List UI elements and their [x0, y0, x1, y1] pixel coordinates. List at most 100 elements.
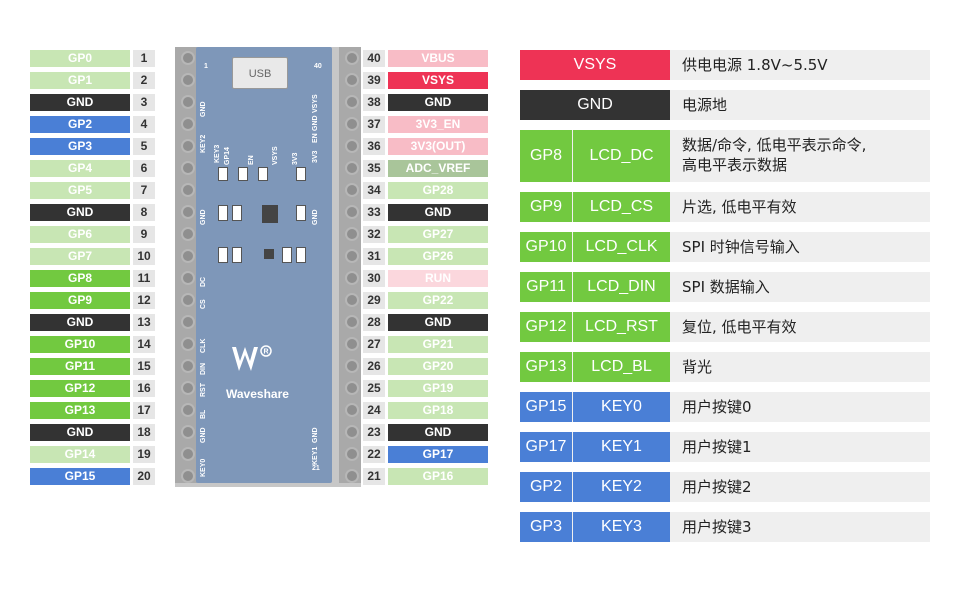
silk-right-7: KEY1 [312, 446, 319, 465]
pin-label-left: GP7 [30, 248, 130, 265]
pin-number-right: 39 [363, 72, 385, 89]
component-row-1 [218, 167, 310, 181]
pin-number-left: 11 [133, 270, 155, 287]
left-header-hole [181, 469, 195, 483]
pin-number-right: 36 [363, 138, 385, 155]
description-cell: 电源地 [682, 90, 727, 115]
left-header-hole [181, 183, 195, 197]
silk-right-1: VSYS [312, 94, 319, 113]
pin-number-right: 27 [363, 336, 385, 353]
left-header-hole [181, 271, 195, 285]
pin-number-left: 5 [133, 138, 155, 155]
silk-left-10: BL [200, 409, 207, 419]
pin-number-left: 13 [133, 314, 155, 331]
left-header [175, 47, 197, 483]
pin-number-right: 23 [363, 424, 385, 441]
pin-number-right: 33 [363, 204, 385, 221]
pin-label-left: GND [30, 204, 130, 221]
description-cell: 供电电源 1.8V~5.5V [682, 50, 828, 75]
silk-right-5: GND [312, 209, 319, 225]
silk-mid-4: 3V3 [292, 152, 299, 165]
pin-label-left: GP1 [30, 72, 130, 89]
pin-label-left: GP8 [30, 270, 130, 287]
pin-number-right: 26 [363, 358, 385, 375]
pin-number-left: 9 [133, 226, 155, 243]
pin-label-right: GND [388, 94, 488, 111]
pin-label-right: GP17 [388, 446, 488, 463]
function-name-cell: KEY3 [573, 512, 670, 542]
svg-text:R: R [264, 349, 269, 356]
description-line: 复位, 低电平有效 [682, 318, 797, 336]
right-header-hole [345, 95, 359, 109]
pin-label-right: GP18 [388, 402, 488, 419]
pin-label-right: VBUS [388, 50, 488, 67]
function-name-cell: LCD_CS [573, 192, 670, 222]
description-line: 电源地 [682, 96, 728, 114]
left-header-hole [181, 403, 195, 417]
usb-connector: USB [232, 57, 288, 89]
pin-label-right: 3V3(OUT) [388, 138, 488, 155]
pin-number-right: 37 [363, 116, 385, 133]
description-cell: SPI 数据输入 [682, 272, 770, 297]
silk-left-5: DC [200, 276, 207, 287]
description-line: 供电电源 1.8V~5.5V [682, 56, 828, 74]
description-cell: 数据/命令, 低电平表示命令,高电平表示数据 [682, 130, 866, 175]
pin-label-left: GND [30, 424, 130, 441]
right-header-hole [345, 293, 359, 307]
pin-number-right: 40 [363, 50, 385, 67]
left-header-hole [181, 139, 195, 153]
pin-number-right: 38 [363, 94, 385, 111]
pin-number-left: 19 [133, 446, 155, 463]
pin-number-left: 15 [133, 358, 155, 375]
pin-number-left: 8 [133, 204, 155, 221]
gpio-cell: GP12 [520, 312, 572, 342]
pin-label-right: GP16 [388, 468, 488, 485]
pin-label-right: GP20 [388, 358, 488, 375]
gpio-cell: GP17 [520, 432, 572, 462]
signal-name: VSYS [520, 50, 670, 80]
pin-number-left: 12 [133, 292, 155, 309]
pin-label-left: GP5 [30, 182, 130, 199]
right-header-hole [345, 117, 359, 131]
pin-label-left: GP14 [30, 446, 130, 463]
gpio-cell: GP8 [520, 130, 572, 182]
left-header-hole [181, 205, 195, 219]
right-header-hole [345, 183, 359, 197]
silk-right-3: EN [312, 133, 319, 143]
left-header-hole [181, 95, 195, 109]
right-header-hole [345, 381, 359, 395]
silk-left-11: GND [200, 427, 207, 443]
pin-number-left: 2 [133, 72, 155, 89]
description-cell: 复位, 低电平有效 [682, 312, 797, 337]
board-pin21-number: 21 [312, 465, 320, 472]
description-cell: 背光 [682, 352, 712, 377]
right-header-hole [345, 73, 359, 87]
function-name-cell: KEY0 [573, 392, 670, 422]
pin-label-left: GND [30, 94, 130, 111]
right-header-hole [345, 469, 359, 483]
left-header-hole [181, 117, 195, 131]
pin-label-right: VSYS [388, 72, 488, 89]
left-header-hole [181, 447, 195, 461]
pin-label-right: GP21 [388, 336, 488, 353]
pin-number-right: 25 [363, 380, 385, 397]
right-header-hole [345, 337, 359, 351]
pin-label-right: ADC_VREF [388, 160, 488, 177]
pin-label-right: RUN [388, 270, 488, 287]
gpio-cell: GP3 [520, 512, 572, 542]
right-header-hole [345, 403, 359, 417]
pin-number-left: 1 [133, 50, 155, 67]
description-line: SPI 数据输入 [682, 278, 770, 296]
right-header-hole [345, 447, 359, 461]
pin-label-right: GND [388, 424, 488, 441]
silk-left-7: CLK [200, 338, 207, 353]
right-header [339, 47, 361, 483]
component-row-2 [218, 205, 310, 223]
pin-number-right: 31 [363, 248, 385, 265]
pin-label-right: GND [388, 314, 488, 331]
